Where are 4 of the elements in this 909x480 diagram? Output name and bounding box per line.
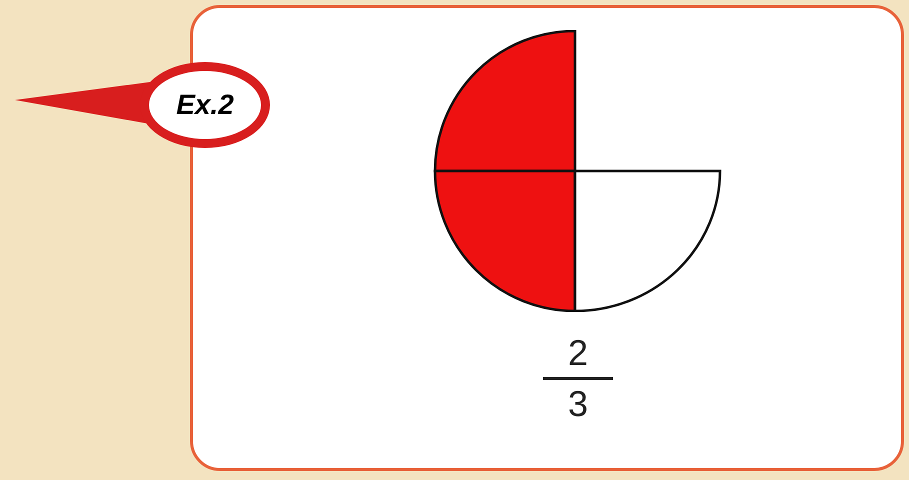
denominator: 3 [568,386,588,422]
callout-badge [15,62,270,148]
badge-label: Ex.2 [176,91,234,119]
numerator: 2 [568,335,588,371]
